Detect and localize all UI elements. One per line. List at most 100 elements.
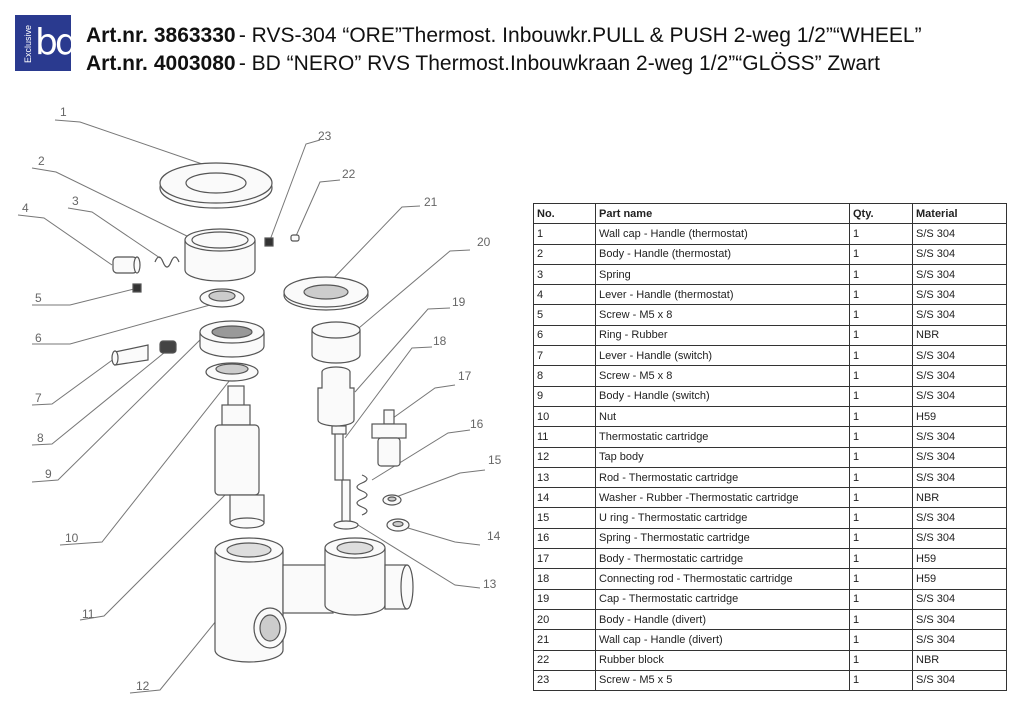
cell-part-name: Spring <box>595 263 850 286</box>
cell-qty: 1 <box>849 548 913 570</box>
cell-no: 20 <box>533 608 596 631</box>
handle-body-divert <box>311 321 361 364</box>
cell-material: S/S 304 <box>912 426 1007 448</box>
cell-material: S/S 304 <box>912 629 1007 651</box>
callout-19: 19 <box>452 295 466 309</box>
cell-no: 7 <box>533 345 596 367</box>
callout-4: 4 <box>22 201 29 215</box>
lever-thermostat <box>112 256 141 274</box>
cell-part-name: Body - Handle (divert) <box>595 608 850 631</box>
rod-13 <box>333 479 359 530</box>
cell-no: 17 <box>533 548 596 570</box>
cartridge-body-17 <box>371 409 407 467</box>
spring-3 <box>154 256 180 268</box>
rubber-block-22 <box>290 234 300 242</box>
cell-no: 9 <box>533 385 596 407</box>
cell-part-name: Ring - Rubber <box>595 324 850 347</box>
callout-1: 1 <box>60 105 67 119</box>
article-label: Art.nr. <box>86 52 148 75</box>
cell-no: 13 <box>533 466 596 489</box>
cell-material: S/S 304 <box>912 669 1007 692</box>
callout-labels: 1 2 3 4 5 6 7 8 9 10 11 12 13 14 15 16 1… <box>22 105 502 693</box>
callout-14: 14 <box>487 529 501 543</box>
cell-no: 4 <box>533 284 596 306</box>
brand-logo: Exclusive bd <box>15 15 78 71</box>
exploded-view-diagram: 1 2 3 4 5 6 7 8 9 10 11 12 13 14 15 16 1… <box>17 105 502 694</box>
cell-material: S/S 304 <box>912 345 1007 367</box>
cell-material: S/S 304 <box>912 466 1007 489</box>
callout-9: 9 <box>45 467 52 481</box>
cell-material: S/S 304 <box>912 263 1007 286</box>
cell-part-name: Wall cap - Handle (thermostat) <box>595 223 850 245</box>
cell-qty: 1 <box>849 223 913 245</box>
callout-17: 17 <box>458 369 472 383</box>
cell-material: S/S 304 <box>912 608 1007 631</box>
wall-cap-thermostat <box>159 162 273 209</box>
u-ring-15 <box>382 494 402 506</box>
cell-part-name: Body - Thermostatic cartridge <box>595 548 850 570</box>
cell-no: 22 <box>533 649 596 671</box>
cell-qty: 1 <box>849 466 913 489</box>
cell-no: 2 <box>533 243 596 265</box>
callout-8: 8 <box>37 431 44 445</box>
cell-qty: 1 <box>849 507 913 529</box>
nut-10 <box>205 362 259 382</box>
spring-16 <box>356 474 368 516</box>
cell-part-name: Screw - M5 x 8 <box>595 304 850 326</box>
article-label: Art.nr. <box>86 24 148 47</box>
cell-qty: 1 <box>849 284 913 306</box>
callout-22: 22 <box>342 167 356 181</box>
cell-qty: 1 <box>849 324 913 347</box>
cell-no: 6 <box>533 324 596 347</box>
cell-part-name: Body - Handle (switch) <box>595 385 850 407</box>
header-part-name: Part name <box>595 202 850 225</box>
screw-23 <box>264 237 274 247</box>
rubber-ring-6 <box>199 288 245 308</box>
cell-no: 15 <box>533 507 596 529</box>
cell-part-name: Screw - M5 x 5 <box>595 669 850 692</box>
cell-material: NBR <box>912 324 1007 347</box>
cell-qty: 1 <box>849 405 913 428</box>
cap-19 <box>317 366 355 427</box>
cell-no: 21 <box>533 629 596 651</box>
cell-part-name: Rod - Thermostatic cartridge <box>595 466 850 489</box>
cell-material: S/S 304 <box>912 223 1007 245</box>
cell-no: 14 <box>533 487 596 509</box>
article-line-1: Art.nr.3863330- RVS-304 “ORE”Thermost. I… <box>86 24 922 48</box>
article-number: 4003080 <box>153 52 236 75</box>
cell-material: NBR <box>912 649 1007 671</box>
cell-part-name: Tap body <box>595 446 850 468</box>
header-qty: Qty. <box>849 202 913 225</box>
cell-qty: 1 <box>849 385 913 407</box>
cell-qty: 1 <box>849 527 913 550</box>
cell-material: S/S 304 <box>912 507 1007 529</box>
cell-no: 18 <box>533 568 596 590</box>
cell-qty: 1 <box>849 345 913 367</box>
cell-no: 1 <box>533 223 596 245</box>
cell-material: S/S 304 <box>912 588 1007 610</box>
cell-qty: 1 <box>849 446 913 468</box>
cell-material: H59 <box>912 405 1007 428</box>
handle-body-thermostat <box>184 228 256 282</box>
cell-part-name: Thermostatic cartridge <box>595 426 850 448</box>
article-line-2: Art.nr.4003080- BD “NERO” RVS Thermost.I… <box>86 52 880 76</box>
cell-no: 3 <box>533 263 596 286</box>
cell-material: H59 <box>912 568 1007 590</box>
callout-20: 20 <box>477 235 491 249</box>
thermostatic-cartridge <box>214 385 265 529</box>
